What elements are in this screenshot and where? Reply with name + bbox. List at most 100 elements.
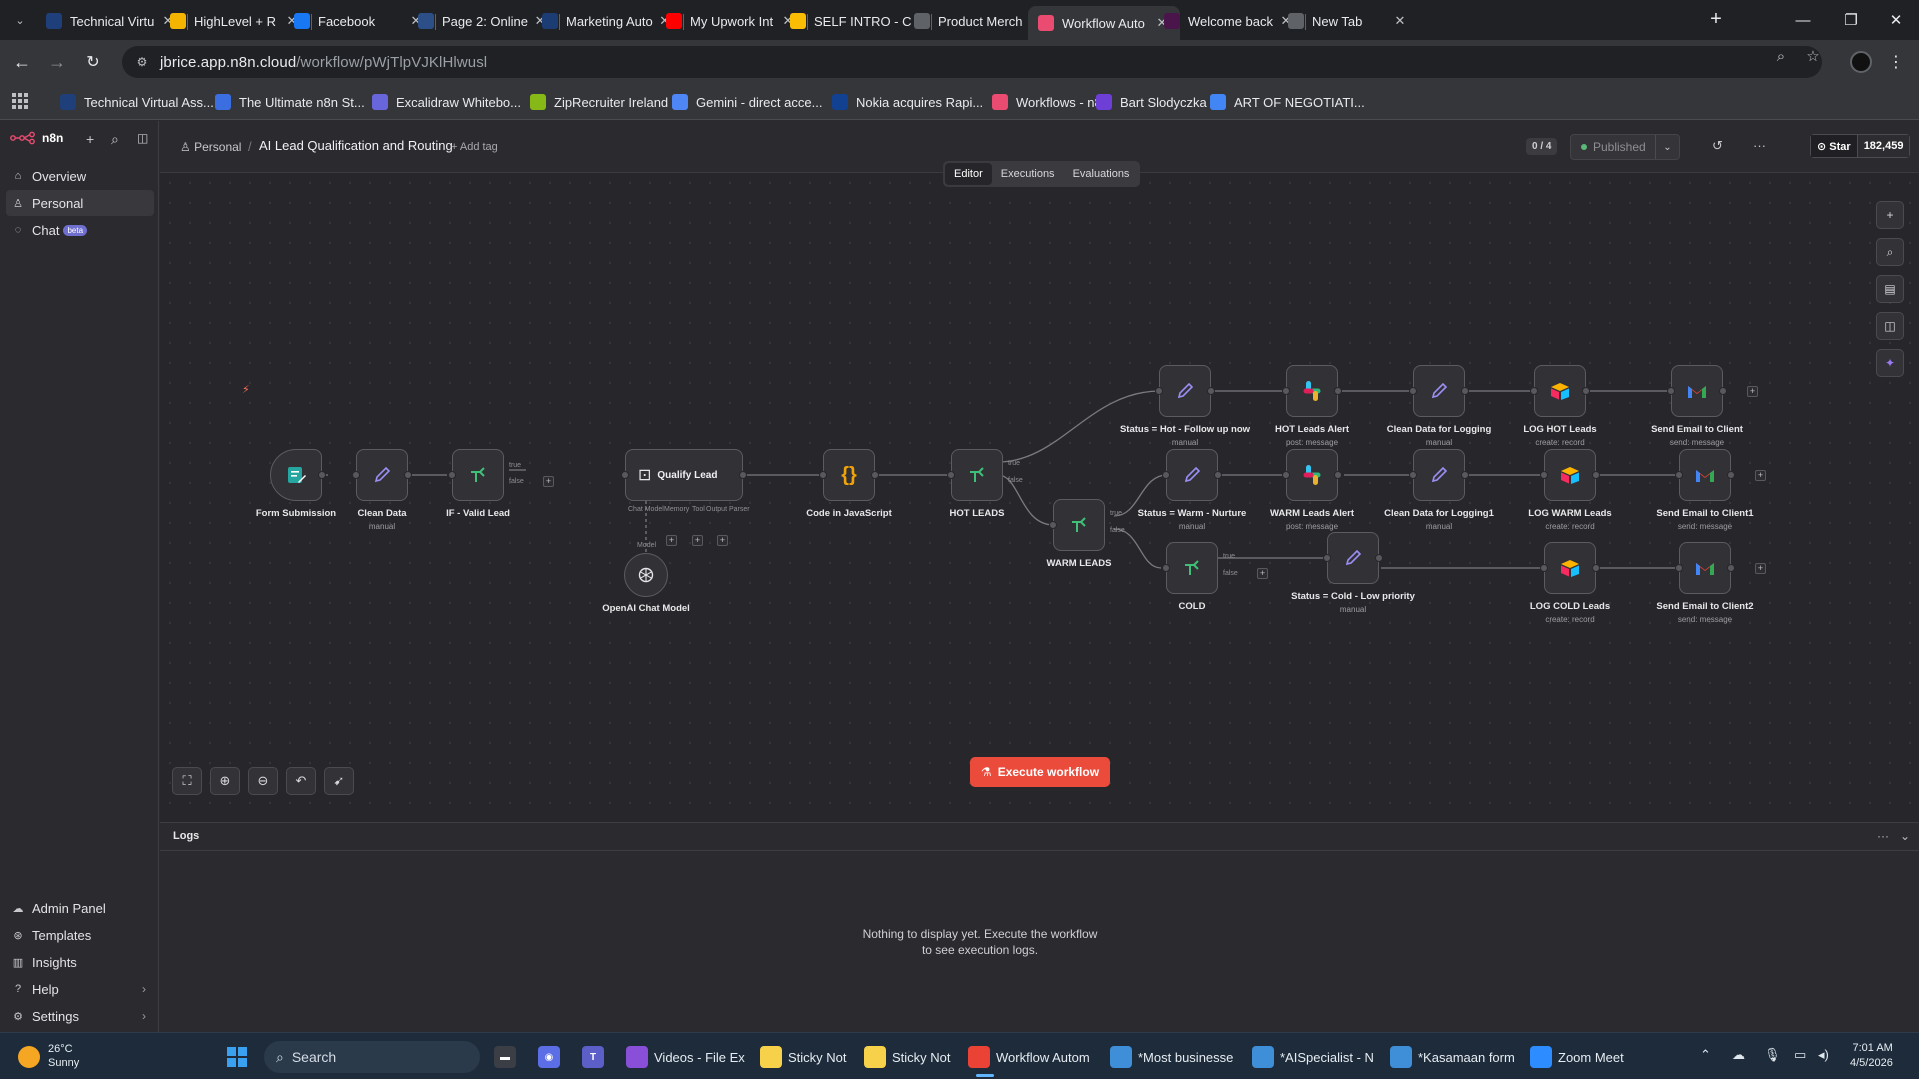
browser-tab[interactable]: Facebook✕ [284,6,434,36]
search-icon[interactable]: ⌕ [111,131,119,147]
close-tab-icon[interactable]: ✕ [410,13,422,28]
weather-widget[interactable]: 26°C Sunny [18,1043,79,1071]
taskbar-search[interactable]: ⌕ Search [264,1041,480,1073]
bookmark-item[interactable]: Excalidraw Whitebo... [372,92,521,112]
taskbar-clock[interactable]: 7:01 AM 4/5/2026 [1850,1041,1893,1072]
zoom-in-icon[interactable]: ⊕ [210,767,240,795]
browser-tab[interactable]: My Upwork Int✕ [656,6,806,36]
node-warm-leads-if[interactable]: true false WARM LEADS [1047,499,1125,569]
add-node-plus-icon[interactable]: + [543,476,554,487]
workflow-name[interactable]: AI Lead Qualification and Routing [259,138,453,153]
node-code-javascript[interactable]: {} Code in JavaScript [806,449,892,519]
reload-button[interactable]: ↻ [86,54,100,71]
sidebar-item-overview[interactable]: ⌂Overview [6,163,154,189]
undo-icon[interactable]: ↶ [286,767,316,795]
onedrive-icon[interactable]: ☁ [1732,1047,1745,1062]
cursor-select-icon[interactable]: ➹ [324,767,354,795]
file-explorer-icon[interactable]: ▬ [494,1041,516,1073]
add-memory-plus-icon[interactable]: + [666,535,677,546]
node-hot-leads-if[interactable]: true false HOT LEADS [947,449,1023,519]
taskbar-app[interactable]: Sticky Not [760,1041,847,1073]
apps-grid-icon[interactable] [12,93,28,109]
volume-icon[interactable]: ◂) [1818,1047,1829,1062]
node-form-submission[interactable]: Form Submission [256,449,336,519]
more-options-icon[interactable]: ··· [1753,138,1766,153]
tray-chevron-up-icon[interactable]: ⌃ [1700,1047,1711,1062]
bookmark-item[interactable]: The Ultimate n8n St... [215,92,365,112]
search-nodes-icon[interactable]: ⌕ [1876,238,1904,266]
fit-view-icon[interactable]: ⛶ [172,767,202,795]
panel-toggle-icon[interactable]: ◫ [1876,312,1904,340]
close-tab-icon[interactable]: ✕ [1394,13,1406,28]
node-qualify-lead-agent[interactable]: ⊡ Qualify Lead Chat Model Memory Tool Ou… [621,449,750,549]
taskbar-app[interactable]: Zoom Meet [1530,1041,1624,1073]
logs-more-icon[interactable]: ··· [1877,829,1889,843]
close-tab-icon[interactable]: ✕ [1280,13,1292,28]
teams-icon[interactable]: T [582,1041,604,1073]
browser-tab[interactable]: HighLevel + R✕ [160,6,310,36]
taskbar-app[interactable]: *AISpecialist - N [1252,1041,1374,1073]
site-info-icon[interactable]: ⚙ [136,55,148,69]
close-tab-icon[interactable]: ✕ [534,13,546,28]
breadcrumb-project[interactable]: ♙ Personal [180,140,242,154]
sidebar-item-settings[interactable]: ⚙Settings › [6,1003,154,1029]
node-openai-chat-model[interactable]: OpenAI Chat Model [602,553,690,614]
chevron-down-icon[interactable]: ⌄ [1655,135,1679,159]
close-window-button[interactable]: ✕ [1889,12,1903,29]
bookmark-item[interactable]: Workflows - n8n [992,92,1109,112]
browser-tab[interactable]: Page 2: Online✕ [408,6,558,36]
bookmark-item[interactable]: ART OF NEGOTIATI... [1210,92,1365,112]
taskbar-app[interactable]: Videos - File Ex [626,1041,745,1073]
sidebar-item-chat[interactable]: ◌Chat beta [6,217,154,243]
add-parser-plus-icon[interactable]: + [717,535,728,546]
address-bar[interactable]: ⚙ jbrice.app.n8n.cloud/workflow/pWjTlpVJ… [122,46,1822,78]
tab-editor[interactable]: Editor [945,163,992,185]
bookmark-star-icon[interactable]: ☆ [1806,48,1820,65]
browser-tab[interactable]: Workflow Auto✕ [1028,6,1180,40]
browser-tab[interactable]: Technical Virtu✕ [36,6,186,36]
minimize-window-button[interactable]: — [1795,11,1811,29]
browser-menu-icon[interactable]: ⋮ [1888,54,1904,71]
bookmark-item[interactable]: Gemini - direct acce... [672,92,822,112]
sidebar-item-templates[interactable]: ⊛Templates [6,922,154,948]
bookmark-item[interactable]: ZipRecruiter Ireland [530,92,668,112]
close-tab-icon[interactable]: ✕ [286,13,298,28]
collapse-sidebar-icon[interactable]: ◫ [137,131,149,145]
microphone-icon[interactable]: 🎙︎ [1764,1047,1781,1062]
add-tag-button[interactable]: + Add tag [451,141,498,153]
windows-start-icon[interactable] [227,1047,247,1067]
history-icon[interactable]: ↺ [1712,138,1723,153]
close-tab-icon[interactable]: ✕ [659,13,671,28]
add-icon[interactable]: + [86,131,95,147]
node-cold-if[interactable]: true false + COLD [1162,542,1268,612]
add-node-plus-icon[interactable]: + [1755,470,1766,481]
zoom-icon[interactable]: ⌕ [1776,47,1786,65]
close-tab-icon[interactable]: ✕ [1156,15,1168,30]
copilot-icon[interactable]: ◉ [538,1041,560,1073]
close-tab-icon[interactable]: ✕ [162,13,174,28]
ai-assistant-sparkle-icon[interactable]: ✦ [1876,349,1904,377]
close-tab-icon[interactable]: ✕ [782,13,794,28]
add-node-plus-icon[interactable]: + [1747,386,1758,397]
github-star-button[interactable]: ⊙ Star 182,459 [1810,134,1911,158]
bookmark-item[interactable]: Nokia acquires Rapi... [832,92,983,112]
execute-workflow-button[interactable]: ⚗ Execute workflow [970,757,1110,787]
add-tool-plus-icon[interactable]: + [692,535,703,546]
sidebar-item-help[interactable]: ?Help › [6,976,154,1002]
tab-search-chevron-icon[interactable]: ⌄ [15,14,25,27]
publish-status-button[interactable]: Published ⌄ [1570,134,1680,160]
url-text[interactable]: jbrice.app.n8n.cloud/workflow/pWjTlpVJKl… [160,53,488,71]
browser-tab[interactable]: Marketing Auto✕ [532,6,682,36]
sticky-note-icon[interactable]: ▤ [1876,275,1904,303]
browser-tab[interactable]: New Tab✕ [1278,6,1418,36]
